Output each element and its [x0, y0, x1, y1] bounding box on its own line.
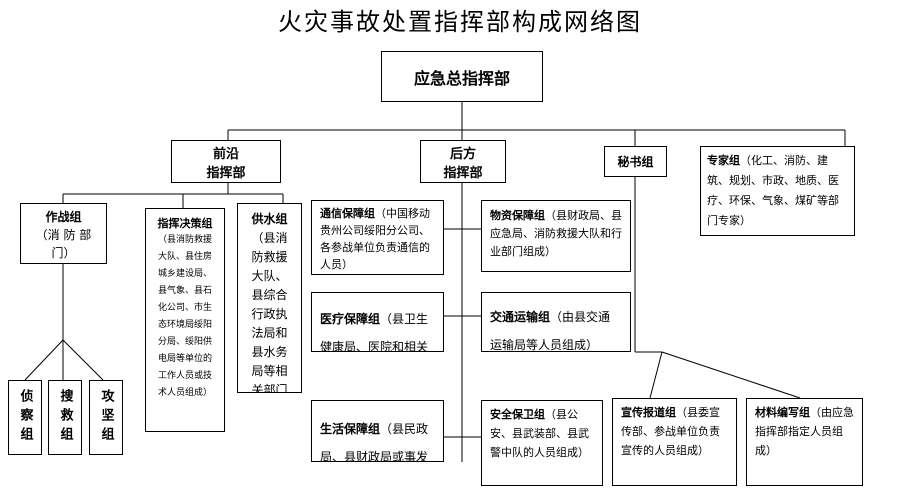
decision-name: 指挥决策组 — [157, 217, 213, 230]
combat-box: 作战组 （消 防 部门） — [20, 203, 107, 264]
medical-desc: （县卫生健康局、医院和相关医 — [320, 312, 429, 352]
traffic-name: 交通运输组 — [490, 310, 551, 324]
publicity-box: 宣传报道组（县委宣传部、参战单位负责宣传的人员组成） — [612, 398, 737, 486]
expert-box: 专家组（化工、消防、建筑、规划、市政、地质、医疗、环保、气象、煤矿等部门专家） — [700, 146, 855, 236]
comm-name: 通信保障组 — [320, 207, 375, 220]
rear-command-line1: 后方 — [449, 146, 476, 162]
water-desc: （县消防救援大队、县综合行政执法局和县水务局等相关部门人员组成） — [251, 231, 288, 393]
material-box: 物资保障组（县财政局、县应急局、消防救援大队和行业部门组成） — [481, 200, 631, 272]
expert-desc: （化工、消防、建筑、规划、市政、地质、医疗、环保、气象、煤矿等部门专家） — [707, 154, 839, 227]
top-command-box: 应急总指挥部 — [381, 51, 543, 102]
writing-name: 材料编写组 — [755, 406, 810, 419]
security-box: 安全保卫组（县公安、县武装部、县武警中队的人员组成） — [481, 400, 603, 486]
secretary-box: 秘书组 — [604, 146, 667, 177]
search-rescue-box: 搜救组 — [48, 380, 82, 455]
assault-group-label: 攻坚组 — [98, 389, 114, 446]
page-title: 火灾事故处置指挥部构成网络图 — [278, 8, 642, 36]
combat-name: 作战组 — [45, 210, 82, 224]
traffic-box: 交通运输组（由县交通运输局等人员组成） — [481, 292, 631, 352]
publicity-name: 宣传报道组 — [621, 406, 676, 419]
expert-name: 专家组 — [707, 154, 740, 167]
medical-box: 医疗保障组（县卫生健康局、医院和相关医 — [311, 292, 444, 352]
recon-group-box: 侦察组 — [8, 380, 42, 455]
water-name: 供水组 — [251, 212, 288, 226]
material-name: 物资保障组 — [490, 209, 545, 222]
publicity-desc: （县委宣传部、参战单位负责宣传的人员组成） — [621, 406, 720, 457]
medical-name: 医疗保障组 — [320, 312, 381, 326]
rear-command-line2: 指挥部 — [443, 165, 483, 181]
search-rescue-label: 搜救组 — [57, 389, 73, 446]
assault-group-box: 攻坚组 — [89, 380, 123, 455]
security-name: 安全保卫组 — [490, 408, 545, 421]
secretary-label: 秘书组 — [617, 155, 654, 169]
top-command-label: 应急总指挥部 — [413, 68, 510, 88]
writing-box: 材料编写组（由应急指挥部指定人员组成） — [746, 398, 863, 486]
water-box: 供水组 （县消防救援大队、县综合行政执法局和县水务局等相关部门人员组成） — [237, 203, 302, 393]
front-command-line1: 前沿 — [212, 146, 239, 162]
security-desc: （县公安、县武装部、县武警中队的人员组成） — [490, 408, 589, 459]
recon-group-label: 侦察组 — [17, 389, 33, 446]
rear-command-box: 后方 指挥部 — [420, 140, 506, 183]
combat-desc: （消 防 部门） — [35, 228, 92, 260]
writing-desc: （由应急指挥部指定人员组成） — [755, 406, 854, 457]
front-command-box: 前沿 指挥部 — [171, 140, 281, 183]
material-desc: （县财政局、县应急局、消防救援大队和行业部门组成） — [490, 209, 622, 258]
decision-box: 指挥决策组 （县消防救援大队、县住房城乡建设局、县气象、县石化公司、市生态环境局… — [145, 208, 225, 432]
traffic-desc: （由县交通运输局等人员组成） — [490, 310, 611, 352]
life-name: 生活保障组 — [320, 422, 381, 436]
comm-box: 通信保障组（中国移动贵州公司绥阳分公司、各参战单位负责通信的人员） — [311, 200, 444, 275]
front-command-line2: 指挥部 — [206, 165, 246, 181]
life-desc: （县民政局、县财政局或事发 — [320, 422, 429, 462]
comm-desc: （中国移动贵州公司绥阳分公司、各参战单位负责通信的人员） — [320, 207, 430, 271]
life-box: 生活保障组（县民政局、县财政局或事发 — [311, 400, 444, 462]
decision-desc: （县消防救援大队、县住房城乡建设局、县气象、县石化公司、市生态环境局绥阳分局、绥… — [157, 235, 212, 398]
